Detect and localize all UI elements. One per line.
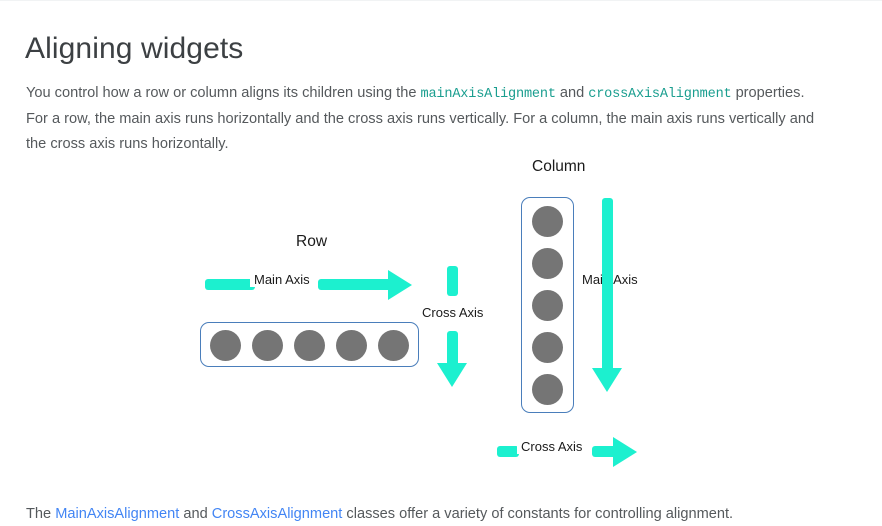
column-diagram-title: Column <box>532 158 586 175</box>
column-cross-axis-label: Cross Axis <box>517 439 587 454</box>
column-child-dot <box>532 248 563 279</box>
row-cross-axis-label: Cross Axis <box>418 305 488 320</box>
intro-text-part-1: You control how a row or column aligns i… <box>26 84 421 101</box>
row-cross-axis-arrowhead <box>437 363 467 387</box>
intro-text-part-2: and <box>555 84 589 101</box>
row-main-axis-arrowhead <box>388 270 412 300</box>
intro-text-part-3: properties. For a row, the main axis run… <box>26 84 815 152</box>
alignment-diagram: Row Main Axis Cross Axis Column Main Axi… <box>0 140 882 475</box>
row-cross-axis-shaft <box>447 331 458 371</box>
column-cross-axis-shaft <box>592 446 618 457</box>
intro-paragraph: You control how a row or column aligns i… <box>26 81 816 157</box>
row-diagram-title: Row <box>296 233 328 250</box>
top-divider <box>0 0 882 1</box>
column-child-dot <box>532 332 563 363</box>
column-child-dot <box>532 374 563 405</box>
row-cross-axis-stub <box>447 266 458 296</box>
column-cross-axis-stub <box>497 446 519 457</box>
row-widget-container <box>200 322 419 367</box>
column-main-axis-stub <box>602 198 613 257</box>
column-main-axis-arrowhead <box>592 368 622 392</box>
column-child-dot <box>532 206 563 237</box>
row-child-dot <box>210 330 241 361</box>
row-main-axis-stub <box>205 279 255 290</box>
column-widget-container <box>521 197 574 413</box>
page-title: Aligning widgets <box>25 32 244 66</box>
row-child-dot <box>252 330 283 361</box>
row-child-dot <box>378 330 409 361</box>
code-main-axis-alignment: mainAxisAlignment <box>420 86 556 102</box>
column-child-dot <box>532 290 563 321</box>
column-main-axis-shaft <box>602 252 613 372</box>
row-main-axis-label: Main Axis <box>250 272 314 287</box>
column-cross-axis-arrowhead <box>613 437 637 467</box>
row-child-dot <box>294 330 325 361</box>
row-child-dot <box>336 330 367 361</box>
row-main-axis-shaft <box>318 279 392 290</box>
code-cross-axis-alignment: crossAxisAlignment <box>588 86 732 102</box>
